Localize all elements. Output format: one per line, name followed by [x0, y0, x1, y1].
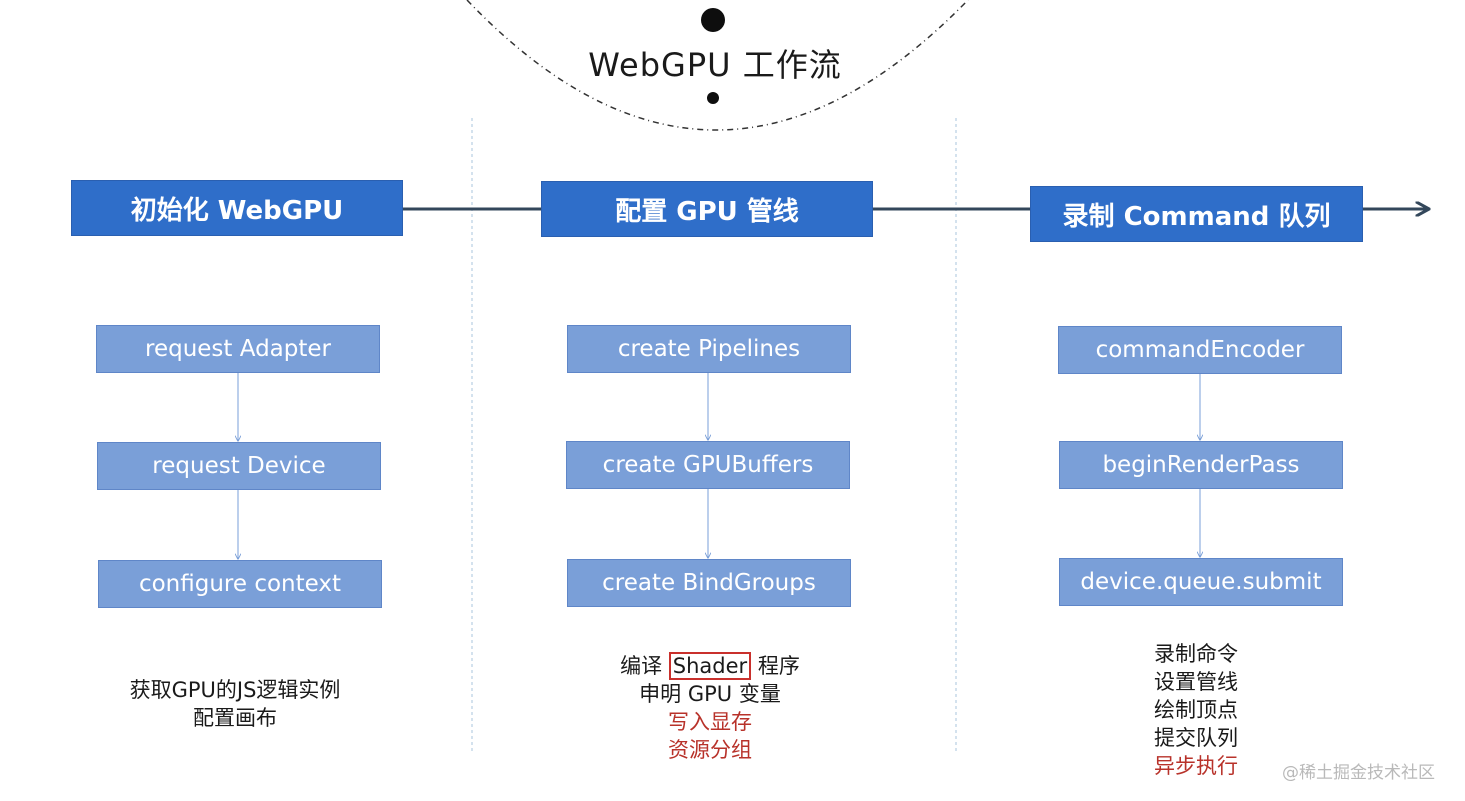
step-configure-context: configure context	[98, 560, 382, 608]
step-create-gpubuffers: create GPUBuffers	[566, 441, 850, 489]
note-line: 设置管线	[1154, 670, 1238, 694]
note-line: 编译 Shader 程序	[560, 652, 860, 680]
diagram-title: WebGPU 工作流	[588, 46, 842, 84]
notes-command: 录制命令 设置管线 绘制顶点 提交队列 异步执行	[1126, 640, 1266, 780]
notes-init: 获取GPU的JS逻辑实例 配置画布	[90, 676, 380, 732]
step-create-pipelines: create Pipelines	[567, 325, 851, 373]
note-text: 编译	[620, 654, 663, 678]
note-line: 获取GPU的JS逻辑实例	[129, 678, 341, 702]
step-queue-submit: device.queue.submit	[1059, 558, 1343, 606]
note-line: 配置画布	[193, 706, 277, 730]
note-line-red: 异步执行	[1154, 754, 1238, 778]
notes-pipeline: 编译 Shader 程序 申明 GPU 变量 写入显存 资源分组	[560, 652, 860, 764]
step-command-encoder: commandEncoder	[1058, 326, 1342, 374]
step-create-bindgroups: create BindGroups	[567, 559, 851, 607]
step-request-device: request Device	[97, 442, 381, 490]
note-line: 提交队列	[1154, 726, 1238, 750]
title-dot-bottom	[707, 92, 719, 104]
note-line-red: 写入显存	[668, 710, 752, 734]
step-begin-render-pass: beginRenderPass	[1059, 441, 1343, 489]
shader-highlight: Shader	[668, 652, 752, 680]
title-arc	[466, 0, 969, 131]
note-text: 程序	[757, 654, 800, 678]
stage-record-command: 录制 Command 队列	[1030, 186, 1363, 242]
note-line-red: 资源分组	[668, 738, 752, 762]
note-line: 申明 GPU 变量	[639, 682, 781, 706]
stage-init-webgpu: 初始化 WebGPU	[71, 180, 403, 236]
title-dot-top	[701, 8, 725, 32]
step-request-adapter: request Adapter	[96, 325, 380, 373]
note-line: 绘制顶点	[1154, 698, 1238, 722]
note-line: 录制命令	[1154, 642, 1238, 666]
watermark: @稀土掘金技术社区	[1282, 763, 1435, 783]
stage-config-pipeline: 配置 GPU 管线	[541, 181, 873, 237]
